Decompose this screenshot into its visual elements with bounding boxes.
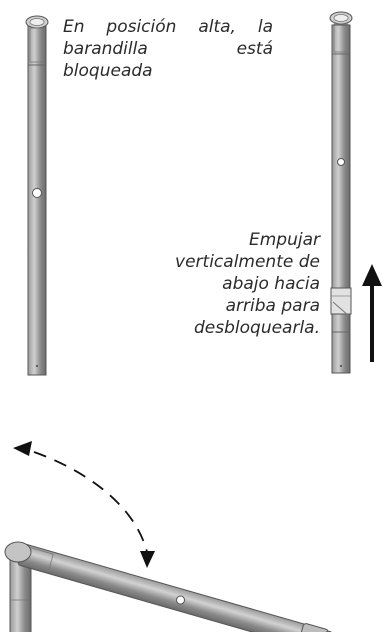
unlock-instruction: Empujar verticalmente de abajo hacia arr… — [175, 230, 320, 338]
push-up-arrow — [362, 264, 382, 362]
lock-hole — [337, 158, 345, 166]
locked-post — [25, 15, 49, 376]
lock-hole — [32, 188, 42, 198]
folded-rail — [4, 541, 334, 632]
sliding-sleeve — [330, 287, 352, 315]
unlock-post — [329, 11, 353, 374]
locked-instruction: En posición alta, la barandilla está blo… — [63, 17, 273, 81]
rotation-arrow — [13, 441, 155, 568]
